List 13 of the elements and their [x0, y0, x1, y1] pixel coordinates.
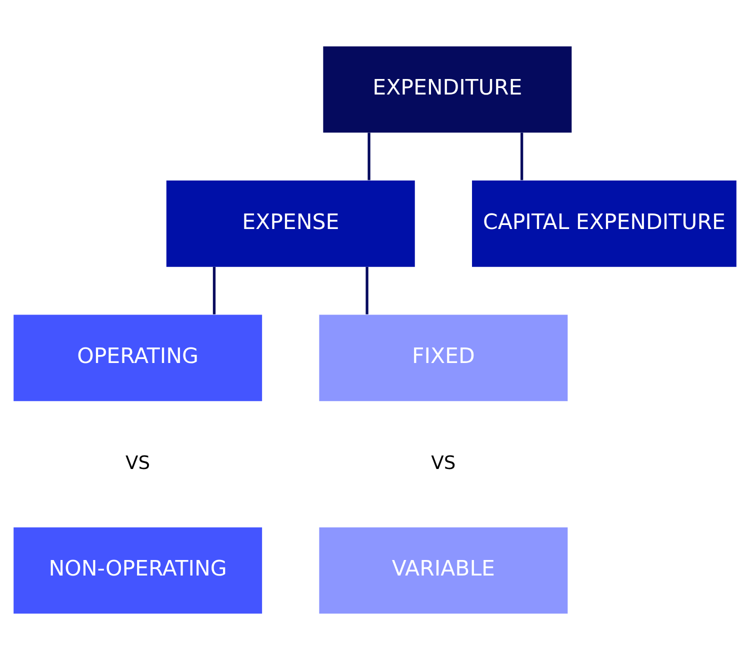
node-box: FIXED — [319, 314, 568, 401]
label: VS — [431, 452, 456, 474]
connector — [368, 132, 370, 180]
node-box: EXPENDITURE — [323, 46, 572, 132]
node-box: EXPENSE — [166, 180, 415, 266]
node-box: VARIABLE — [319, 526, 568, 614]
connector — [520, 132, 524, 180]
node-box: NON-OPERATING — [14, 526, 262, 614]
connector — [212, 266, 216, 314]
label: VS — [126, 452, 150, 474]
node-box: CAPITAL EXPENDITURE — [472, 180, 736, 266]
connector — [366, 266, 368, 314]
node-box: OPERATING — [14, 314, 262, 401]
